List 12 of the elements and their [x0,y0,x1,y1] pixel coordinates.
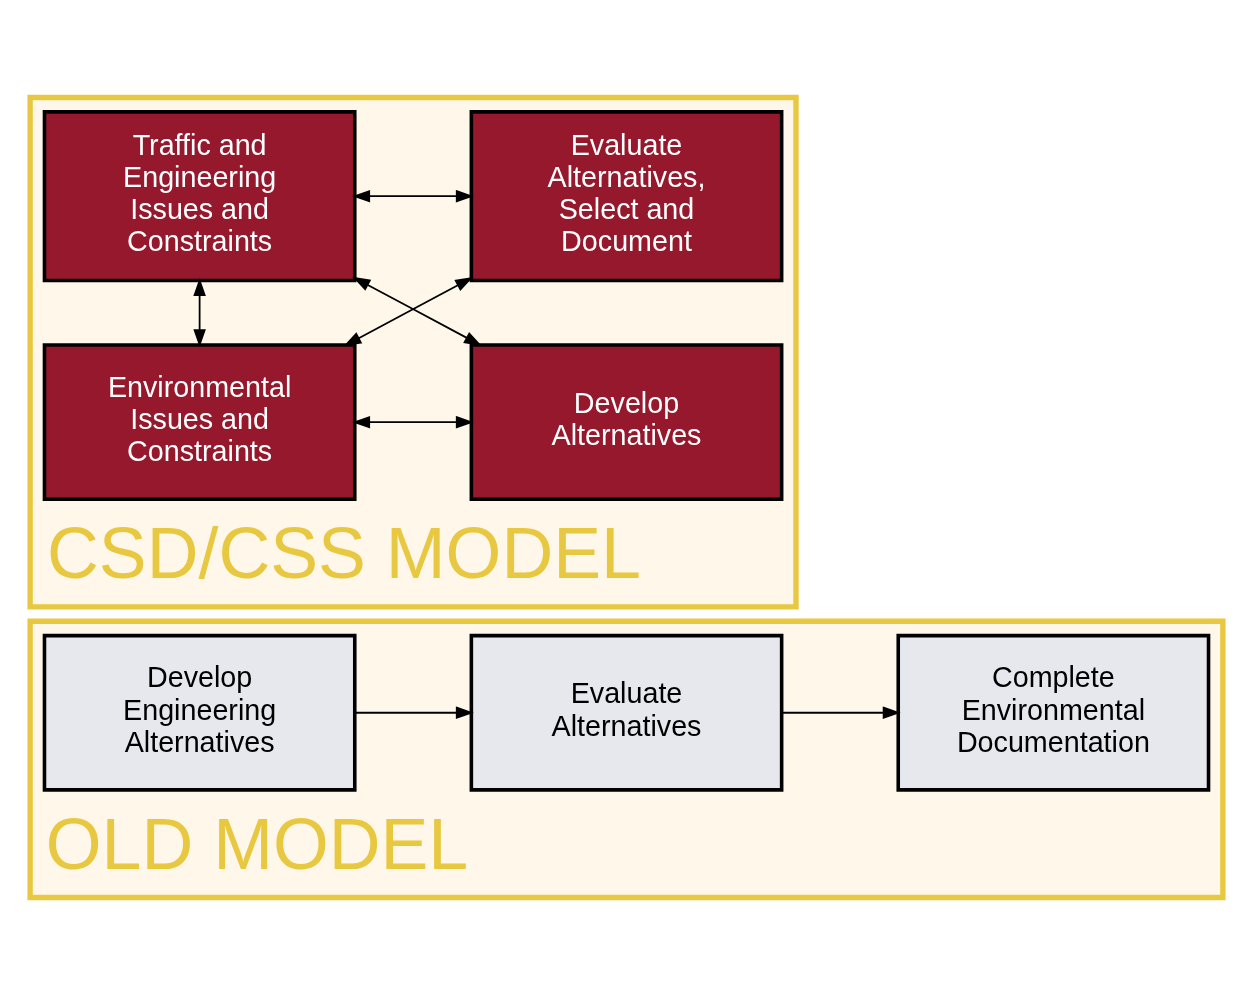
node-box: Develop Alternatives [469,342,784,501]
arrow [353,705,474,719]
node-box: Complete Environmental Documentation [896,633,1211,792]
node-box: Develop Engineering Alternatives [42,633,357,792]
arrow [352,415,474,428]
node-box: Evaluate Alternatives, Select and Document [469,109,784,282]
arrow [352,189,474,202]
node-box: Traffic and Engineering Issues and Constraints [42,109,357,282]
node-box: Evaluate Alternatives [469,633,784,792]
node-box: Environmental Issues and Constraints [42,342,357,501]
arrow [780,705,901,719]
arrow [193,277,206,347]
